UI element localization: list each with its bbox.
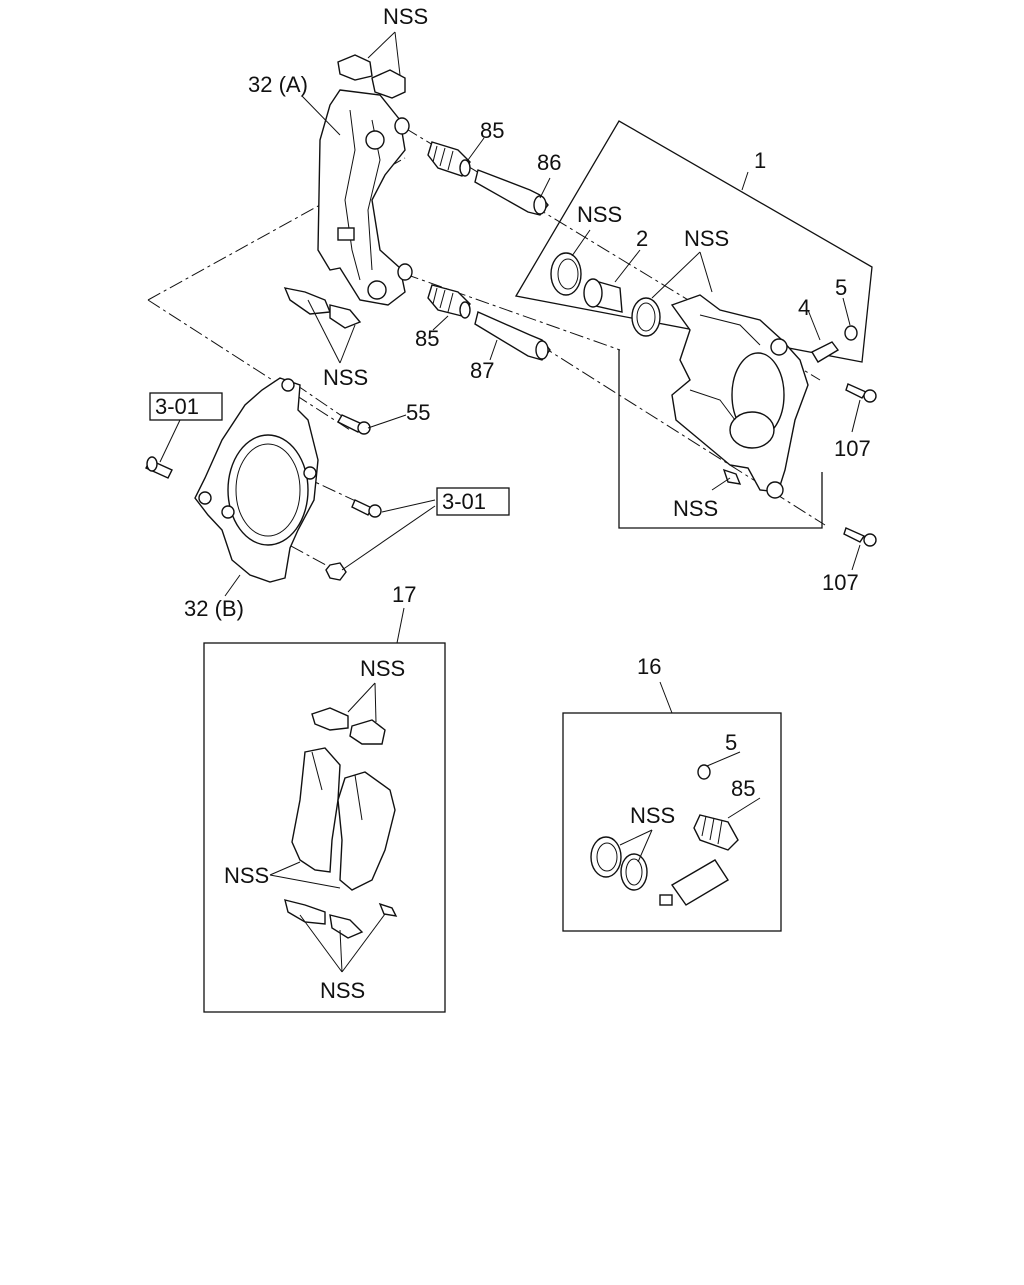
bleeder-screw-4 — [811, 341, 840, 363]
label-4: 4 — [798, 295, 810, 320]
label-32a: 32 (A) — [248, 72, 308, 97]
guide-pin-87 — [474, 311, 551, 361]
label-5-kit16: 5 — [725, 730, 737, 755]
label-nss-kit17-bottom: NSS — [320, 978, 365, 1003]
label-nss-kit16: NSS — [630, 803, 675, 828]
label-nss-bracket: NSS — [323, 365, 368, 390]
piston-seal — [550, 252, 582, 296]
dust-ring — [631, 297, 661, 337]
label-85-kit16: 85 — [731, 776, 755, 801]
label-32b: 32 (B) — [184, 596, 244, 621]
pad-kit-17-box — [203, 642, 446, 1013]
guide-pin-86 — [474, 169, 549, 216]
label-nss-seal: NSS — [577, 202, 622, 227]
caliper-assembly-lower-outline — [618, 350, 823, 529]
label-2: 2 — [636, 226, 648, 251]
label-5-upper: 5 — [835, 275, 847, 300]
pad-clip-lower — [283, 287, 362, 329]
label-nss-ring: NSS — [684, 226, 729, 251]
boot-85-lower — [427, 284, 471, 319]
caliper-body — [670, 294, 809, 499]
label-85-upper: 85 — [480, 118, 504, 143]
pad-kit-clips-top — [311, 707, 386, 745]
mounting-plate-32b — [194, 377, 319, 583]
labels: NSS 32 (A) 85 86 1 NSS 2 NSS 5 4 85 87 N… — [155, 4, 871, 1003]
ref-box-3-01-left[interactable] — [149, 392, 223, 421]
piston-2 — [583, 278, 623, 313]
bleeder-cap-5 — [844, 325, 858, 341]
pad-kit-clips-bottom — [284, 899, 398, 939]
label-85-lower: 85 — [415, 326, 439, 351]
bolt-107-upper — [845, 383, 877, 403]
label-nss-kit17-top: NSS — [360, 656, 405, 681]
bolt-mid — [351, 499, 382, 518]
label-nss-clip: NSS — [673, 496, 718, 521]
label-1: 1 — [754, 148, 766, 173]
nut — [325, 562, 347, 581]
label-16: 16 — [637, 654, 661, 679]
brake-pads — [291, 747, 396, 891]
label-ref-3-01-left: 3-01 — [155, 394, 199, 419]
ref-box-3-01-right[interactable] — [436, 487, 510, 516]
label-87: 87 — [470, 358, 494, 383]
small-clip — [722, 468, 742, 485]
pad-clip-top — [337, 54, 406, 99]
label-nss-kit17-pads: NSS — [224, 863, 269, 888]
label-86: 86 — [537, 150, 561, 175]
pad-kit-leaders — [269, 682, 386, 973]
label-nss-top: NSS — [383, 4, 428, 29]
label-107-upper: 107 — [834, 436, 871, 461]
boot-85-upper — [427, 141, 471, 177]
bolt-55 — [337, 414, 371, 435]
bolt-left — [145, 456, 173, 479]
label-55: 55 — [406, 400, 430, 425]
label-ref-3-01-right: 3-01 — [442, 489, 486, 514]
bolt-107-lower — [843, 527, 877, 547]
seal-kit-parts — [590, 751, 761, 906]
label-17: 17 — [392, 582, 416, 607]
label-107-lower: 107 — [822, 570, 859, 595]
caliper-bracket-32a — [317, 89, 413, 306]
leader-lines — [159, 31, 861, 597]
